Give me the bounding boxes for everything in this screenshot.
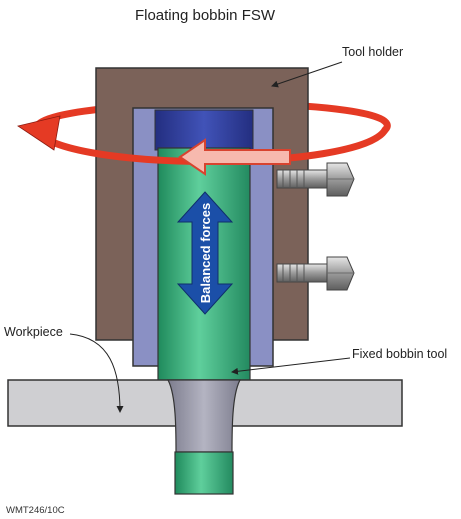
workpiece-leader xyxy=(69,333,124,413)
lower-bobbin xyxy=(174,451,234,495)
balanced-forces-arrow xyxy=(176,191,234,315)
fixed-bobbin-tool-label: Fixed bobbin tool xyxy=(352,347,447,361)
tool-holder-label: Tool holder xyxy=(342,45,403,59)
tool-shoulder xyxy=(167,379,241,453)
figure-code: WMT246/10C xyxy=(6,505,65,516)
diagram-title: Floating bobbin FSW xyxy=(135,7,276,24)
fixed-bobbin-tool-leader xyxy=(231,357,351,375)
bolt-lower xyxy=(276,256,355,291)
balanced-forces-label: Balanced forces xyxy=(198,203,213,303)
tool-holder-leader xyxy=(271,61,343,88)
workpiece-label: Workpiece xyxy=(4,325,63,339)
inner-rotation-arrow xyxy=(178,138,291,176)
rotation-arrow-head xyxy=(17,115,61,151)
bolt-upper xyxy=(276,162,355,197)
